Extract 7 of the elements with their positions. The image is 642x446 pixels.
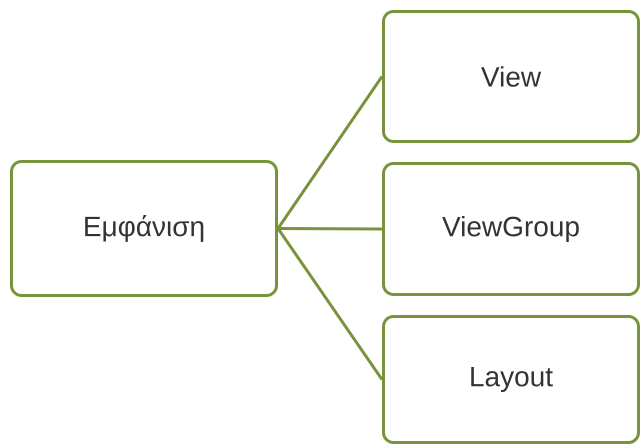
box: View (382, 10, 640, 143)
box: Εμφάνιση (10, 160, 278, 297)
connector-line (276, 76, 384, 230)
box: ViewGroup (382, 162, 640, 296)
box: Layout (382, 314, 640, 444)
connector-line (276, 228, 384, 380)
connector-line (278, 227, 382, 230)
